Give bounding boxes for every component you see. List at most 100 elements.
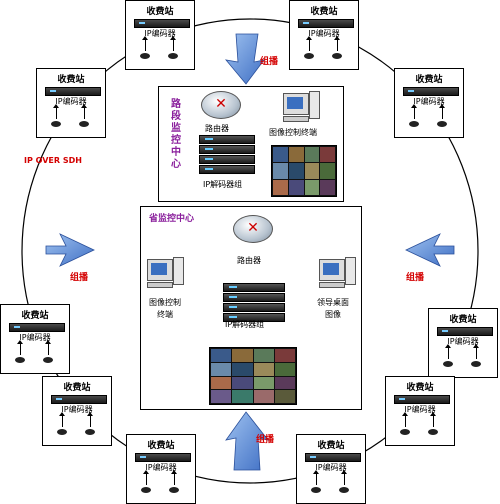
road-center-title: 路段监控中心 xyxy=(171,99,181,170)
camera-icon xyxy=(141,487,151,493)
decoder-device xyxy=(199,165,255,174)
ring-label: IP OVER SDH xyxy=(24,156,82,165)
toll-station-bottom-right: 收费站 IP编码器 xyxy=(296,434,366,504)
toll-station-top-right: 收费站 IP编码器 xyxy=(289,0,359,70)
multicast-arrow-bottom xyxy=(225,411,269,471)
station-title: 收费站 xyxy=(406,383,434,393)
toll-station-bottom-left: 收费站 IP编码器 xyxy=(126,434,196,504)
camera-icon xyxy=(85,429,95,435)
province-router-label: 路由器 xyxy=(237,256,261,265)
multicast-arrow-right xyxy=(405,233,455,267)
camera-icon xyxy=(428,429,438,435)
arrow-up-icon xyxy=(402,412,408,427)
arrow-up-icon xyxy=(411,104,417,119)
toll-station-mid-left: 收费站 IP编码器 xyxy=(0,304,70,374)
video-wall xyxy=(271,145,337,197)
station-title: 收费站 xyxy=(310,7,338,17)
ip-encoder-device xyxy=(135,453,191,462)
road-router-label: 路由器 xyxy=(205,124,229,133)
station-encoder-label: IP编码器 xyxy=(308,29,340,38)
arrow-up-icon xyxy=(81,104,87,119)
ip-encoder-device xyxy=(305,453,361,462)
station-title: 收费站 xyxy=(449,315,477,325)
multicast-label-right: 组播 xyxy=(406,273,425,283)
camera-icon xyxy=(140,53,150,59)
camera-icon xyxy=(51,121,61,127)
camera-icon xyxy=(304,53,314,59)
province-center-title: 省监控中心 xyxy=(149,214,195,224)
decoder-device xyxy=(199,135,255,144)
road-decoder-group-label: IP解码器组 xyxy=(203,180,243,189)
station-encoder-label: IP编码器 xyxy=(144,29,176,38)
camera-icon xyxy=(168,53,178,59)
arrow-up-icon xyxy=(59,412,65,427)
decoder-device xyxy=(223,293,285,302)
station-encoder-label: IP编码器 xyxy=(315,463,347,472)
ip-encoder-device xyxy=(403,87,459,96)
camera-icon xyxy=(443,361,453,367)
camera-icon xyxy=(43,357,53,363)
camera-icon xyxy=(437,121,447,127)
camera-icon xyxy=(332,53,342,59)
camera-icon xyxy=(339,487,349,493)
multicast-label-left: 组播 xyxy=(70,273,89,283)
toll-station-lower-right: 收费站 IP编码器 xyxy=(385,376,455,446)
camera-icon xyxy=(471,361,481,367)
multicast-arrow-top xyxy=(225,33,265,85)
arrow-up-icon xyxy=(171,470,177,485)
ip-encoder-device xyxy=(45,87,101,96)
toll-station-lower-left: 收费站 IP编码器 xyxy=(42,376,112,446)
province-leader-desktop-label: 领导桌面图像 xyxy=(317,298,349,319)
station-title: 收费站 xyxy=(317,441,345,451)
arrow-up-icon xyxy=(473,344,479,359)
decoder-device xyxy=(223,283,285,292)
video-wall xyxy=(209,347,297,405)
decoder-device xyxy=(199,155,255,164)
camera-icon xyxy=(311,487,321,493)
ip-encoder-device xyxy=(298,19,354,28)
ip-encoder-device xyxy=(394,395,450,404)
provincial-monitoring-center: 省监控中心 路由器 图像控制终端 领导桌面图像 IP解码器组 xyxy=(140,206,362,410)
arrow-up-icon xyxy=(306,36,312,51)
arrow-up-icon xyxy=(313,470,319,485)
station-title: 收费站 xyxy=(415,75,443,85)
multicast-label-bottom: 组播 xyxy=(256,435,275,445)
arrow-up-icon xyxy=(445,344,451,359)
road-monitoring-center: 路段监控中心 路由器 图像控制终端 IP解码器组 xyxy=(158,86,344,202)
province-decoder-group-label: IP解码器组 xyxy=(225,320,265,329)
camera-icon xyxy=(57,429,67,435)
station-encoder-label: IP编码器 xyxy=(19,333,51,342)
camera-icon xyxy=(169,487,179,493)
station-title: 收费站 xyxy=(63,383,91,393)
camera-icon xyxy=(400,429,410,435)
station-title: 收费站 xyxy=(57,75,85,85)
toll-station-upper-right: 收费站 IP编码器 xyxy=(394,68,464,138)
decoder-device xyxy=(199,145,255,154)
station-encoder-label: IP编码器 xyxy=(145,463,177,472)
arrow-up-icon xyxy=(87,412,93,427)
decoder-device xyxy=(223,303,285,312)
station-encoder-label: IP编码器 xyxy=(55,97,87,106)
toll-station-upper-left: 收费站 IP编码器 xyxy=(36,68,106,138)
arrow-up-icon xyxy=(53,104,59,119)
station-title: 收费站 xyxy=(147,441,175,451)
arrow-up-icon xyxy=(170,36,176,51)
arrow-up-icon xyxy=(341,470,347,485)
road-terminal-label: 图像控制终端 xyxy=(269,128,317,137)
camera-icon xyxy=(79,121,89,127)
ip-encoder-device xyxy=(51,395,107,404)
arrow-up-icon xyxy=(45,340,51,355)
ip-encoder-device xyxy=(9,323,65,332)
camera-icon xyxy=(409,121,419,127)
toll-station-top-left: 收费站 IP编码器 xyxy=(125,0,195,70)
province-control-terminal-label: 图像控制终端 xyxy=(149,298,181,319)
station-title: 收费站 xyxy=(146,7,174,17)
camera-icon xyxy=(15,357,25,363)
sdh-ring xyxy=(21,18,479,484)
ip-encoder-device xyxy=(134,19,190,28)
router-icon xyxy=(201,91,241,119)
arrow-up-icon xyxy=(143,470,149,485)
multicast-arrow-left xyxy=(45,233,95,267)
router-icon xyxy=(233,215,273,243)
station-encoder-label: IP编码器 xyxy=(61,405,93,414)
